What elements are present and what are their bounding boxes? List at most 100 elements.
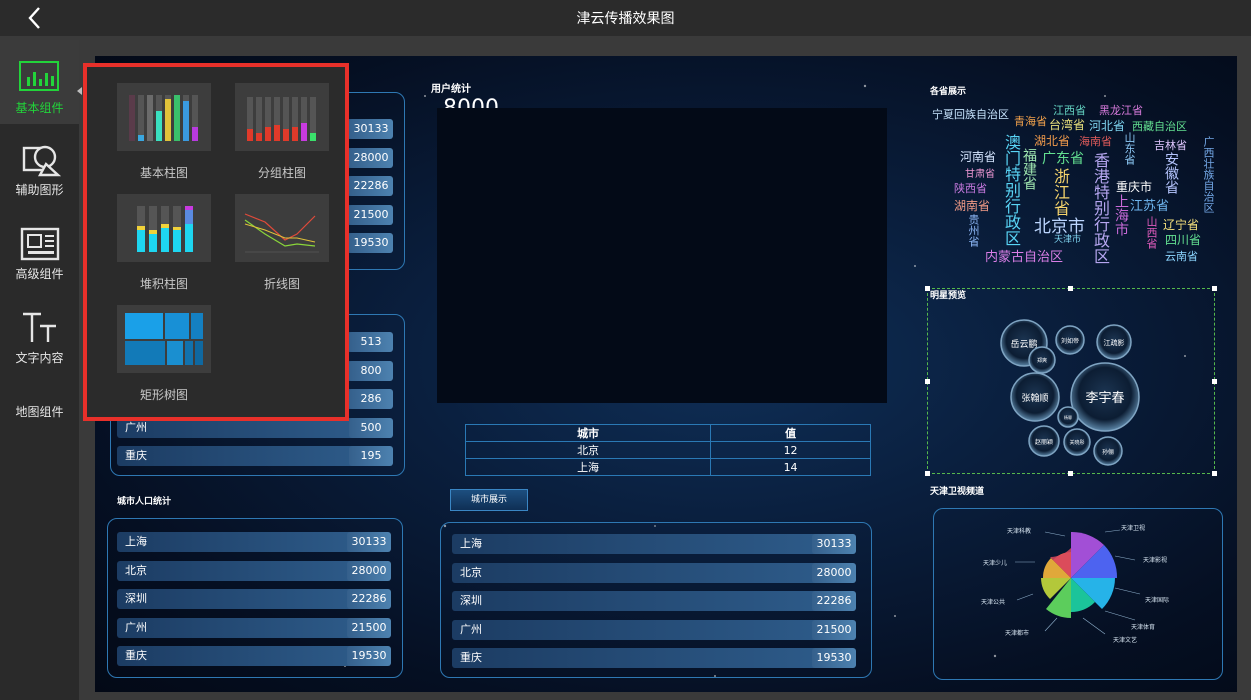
star-bubbles: 岳云鹏 刘如帝 江疏影 郑爽 张翰顺 李宇春 杨幂 赵丽颖 关晓彤 孙俪 (1000, 319, 1140, 466)
selected-widget-box[interactable]: 岳云鹏 刘如帝 江疏影 郑爽 张翰顺 李宇春 杨幂 赵丽颖 关晓彤 孙俪 (925, 286, 1217, 476)
word: 黑龙江省 (1099, 104, 1143, 117)
star-bubble-yang[interactable] (1057, 406, 1079, 428)
tianjin-rose-chart: 天津科教 天津卫视 天津影视 天津国际 天津体育 天津文艺 天津都市 天津公共 … (981, 524, 1169, 644)
channel-label: 天津卫视 (1121, 524, 1145, 532)
back-arrow-icon[interactable] (22, 5, 48, 31)
component-treemap[interactable]: 矩形树图 (109, 305, 219, 409)
sidebar-item-map[interactable]: 地图组件 (0, 400, 79, 440)
word: 重庆市 (1116, 180, 1153, 194)
star-name: 江疏影 (1104, 338, 1125, 347)
star-bubble-liu[interactable] (1055, 325, 1085, 355)
star-bubble-zhao[interactable] (1028, 425, 1060, 457)
bottom-left-frame (107, 518, 403, 678)
bottom-mid-frame (440, 522, 872, 678)
word: 广东省 (1042, 151, 1084, 167)
word: 浙江省 (1051, 168, 1070, 216)
star-bubble-jiang[interactable] (1096, 324, 1132, 360)
star-name: 孙俪 (1102, 448, 1114, 456)
resize-handle[interactable] (1212, 286, 1217, 291)
word: 江苏省 (1130, 199, 1170, 214)
star-bubble-sun[interactable] (1093, 436, 1123, 466)
word: 海南省 (1079, 135, 1112, 148)
provinces-title: 各省展示 (930, 87, 967, 97)
resize-handle[interactable] (925, 286, 930, 291)
resize-handle[interactable] (925, 471, 930, 476)
tianjin-channels-title: 天津卫视频道 (930, 487, 985, 497)
stacked-bar-thumbnail-icon (117, 194, 211, 262)
channel-label: 天津公共 (981, 598, 1005, 606)
word: 吉林省 (1154, 139, 1187, 152)
sidebar-item-shapes[interactable]: 辅助图形 (0, 126, 79, 210)
star-bubble-li[interactable] (1070, 362, 1140, 432)
channel-label: 天津少儿 (983, 560, 1007, 567)
word: 安徽省 (1163, 152, 1179, 194)
popup-pointer (77, 87, 82, 95)
word: 上海市 (1113, 194, 1129, 236)
star-name: 郑爽 (1037, 357, 1047, 364)
component-basic-bar[interactable]: 基本柱图 (109, 83, 219, 187)
component-line[interactable]: 折线图 (227, 194, 337, 298)
word: 湖北省 (1034, 134, 1071, 148)
star-bubble-guan[interactable] (1063, 428, 1091, 456)
sidebar-item-advanced[interactable]: 高级组件 (0, 210, 79, 294)
basic-bar-thumbnail-icon (117, 83, 211, 151)
word: 澳门特别行政区 (1002, 134, 1021, 246)
word: 山西省 (1145, 216, 1158, 249)
component-stacked-bar[interactable]: 堆积柱图 (109, 194, 219, 298)
top-bar: 津云传播效果图 (0, 0, 1251, 36)
component-grouped-bar[interactable]: 分组柱图 (227, 83, 337, 187)
city-show-tab[interactable]: 城市展示 (450, 489, 528, 511)
channel-label: 天津体育 (1131, 623, 1155, 631)
sidebar-item-label: 基本组件 (15, 101, 64, 115)
star-bubble-zhang[interactable] (1010, 372, 1060, 422)
basic-components-popup: 基本柱图 分组柱图 堆积柱图 折线图 (83, 63, 349, 421)
channel-label: 天津影视 (1143, 556, 1167, 564)
word: 青海省 (1014, 115, 1047, 128)
word: 西藏自治区 (1132, 120, 1187, 133)
table-header: 值 (710, 424, 871, 442)
sidebar-item-label: 高级组件 (15, 267, 64, 281)
sidebar-item-label: 地图组件 (15, 405, 64, 419)
star-name: 李宇春 (1085, 391, 1124, 406)
word: 山东省 (1123, 132, 1136, 165)
star-bubble-zheng[interactable] (1028, 346, 1056, 374)
resize-handle[interactable] (1068, 286, 1073, 291)
grouped-bar-thumbnail-icon (235, 83, 329, 151)
word: 广西壮族自治区 (1202, 136, 1215, 213)
bottom-right-frame (933, 508, 1223, 680)
resize-handle[interactable] (1212, 471, 1217, 476)
sidebar-item-basic[interactable]: 基本组件 (0, 40, 79, 124)
star-name: 关晓彤 (1069, 439, 1084, 446)
resize-handle[interactable] (925, 379, 930, 384)
star-name: 张翰顺 (1021, 392, 1048, 404)
resize-handle[interactable] (1212, 379, 1217, 384)
user-stats-title: 用户统计 (431, 84, 471, 95)
word: 台湾省 (1049, 118, 1086, 132)
sidebar-item-text[interactable]: 文字内容 (0, 294, 79, 378)
star-name: 岳云鹏 (1010, 338, 1037, 350)
channel-label: 天津文艺 (1113, 636, 1137, 644)
word: 宁夏回族自治区 (932, 108, 1009, 121)
word: 福建省 (1021, 148, 1037, 190)
user-stats-chart-area[interactable] (437, 108, 887, 403)
shapes-icon (22, 145, 61, 177)
component-label: 折线图 (263, 277, 300, 291)
star-name: 刘如帝 (1061, 337, 1079, 345)
resize-handle[interactable] (1068, 471, 1073, 476)
channel-label: 天津科教 (1007, 527, 1031, 535)
